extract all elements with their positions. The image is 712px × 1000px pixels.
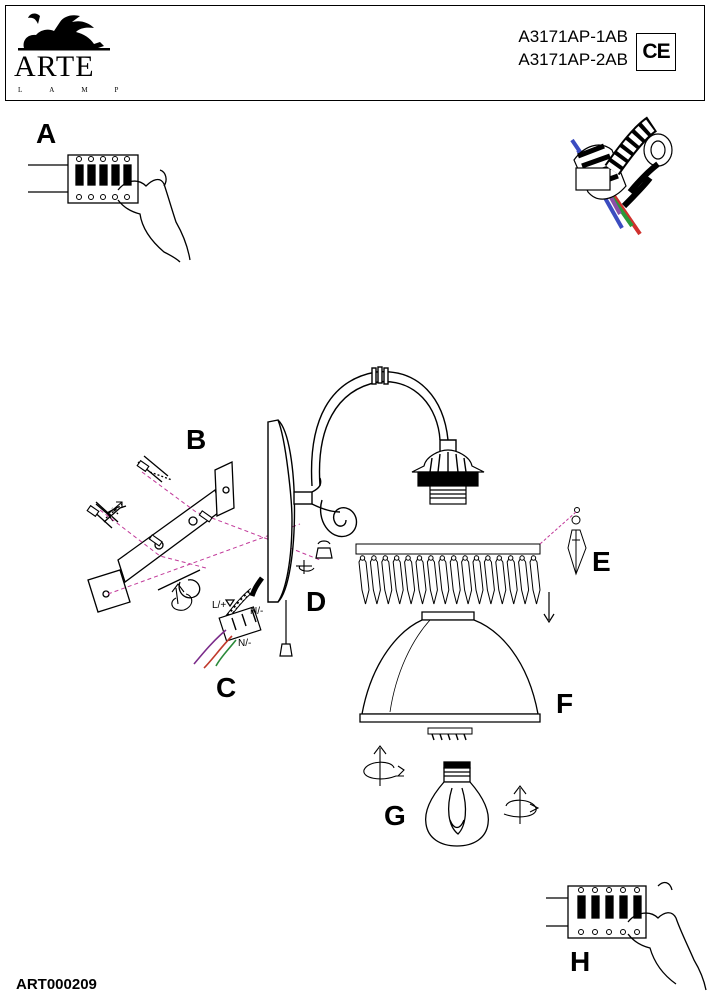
brand-name: ARTE	[14, 50, 95, 83]
step-label-g: G	[384, 800, 406, 831]
neutral-wire-label-top: N/-	[250, 606, 263, 617]
step-label-h: H	[570, 946, 591, 977]
brand-subtitle: LAMP	[18, 86, 146, 94]
header-frame	[5, 5, 705, 101]
crystal-drop	[392, 555, 404, 605]
pull-cord-illustration	[279, 600, 293, 657]
crystal-bead	[405, 555, 411, 561]
crystal-drop	[472, 555, 484, 605]
mounting-bracket-illustration	[87, 455, 235, 613]
step-label-d: D	[306, 586, 327, 617]
crystal-bead	[382, 555, 388, 561]
crystal-drop	[449, 555, 461, 605]
finial-cap-icon	[315, 540, 333, 559]
crystal-bead	[530, 555, 537, 561]
step-label-e: E	[592, 546, 611, 577]
crystal-bead	[371, 555, 377, 561]
model-numbers: A3171AP-1AB A3171AP-2AB	[518, 25, 628, 71]
down-arrow-icon	[543, 592, 555, 624]
connection-block-illustration	[193, 576, 265, 669]
step-label-c: C	[216, 672, 237, 703]
crystal-drop	[426, 555, 438, 605]
wall-plate-illustration	[267, 419, 341, 603]
step-a-terminal-illustration	[28, 154, 191, 263]
crystal-drop	[461, 555, 473, 605]
rotate-arrow-icon	[296, 560, 315, 574]
crystal-bead	[359, 555, 366, 561]
screw-icons	[86, 459, 213, 547]
ce-mark-icon: CE	[636, 33, 676, 71]
crystal-bead	[428, 555, 434, 561]
step-label-a: A	[36, 118, 57, 149]
model-number-1: A3171AP-1AB	[518, 27, 628, 46]
crystal-bead	[439, 555, 445, 561]
model-number-2: A3171AP-2AB	[518, 50, 628, 69]
crystal-drops	[358, 555, 541, 605]
crystal-bead	[473, 555, 480, 561]
glass-shade-illustration	[359, 611, 541, 723]
crystal-drop	[495, 555, 507, 605]
crystal-bead	[508, 555, 514, 561]
step-h-terminal-illustration	[546, 881, 707, 991]
crystal-bead	[462, 555, 468, 561]
bracket-rotate-arrow-icon	[171, 583, 193, 611]
step-label-b: B	[186, 424, 207, 455]
neutral-wire-label-bottom: N/-	[238, 638, 251, 649]
crystal-drop	[529, 555, 541, 605]
crystal-drop	[415, 555, 427, 605]
crystal-drop	[358, 555, 370, 605]
crystal-drop	[483, 555, 495, 605]
live-wire-label: L/+	[212, 600, 226, 611]
single-crystal-icon	[539, 507, 587, 576]
crystal-drop	[518, 555, 530, 605]
wall-plug-icon	[89, 455, 169, 529]
crystal-ring-illustration	[355, 543, 541, 605]
crystal-drop	[438, 555, 450, 605]
crystal-bead	[485, 555, 491, 561]
crystal-bead	[519, 555, 525, 561]
insulation-tape-illustration	[570, 116, 673, 236]
crystal-bead	[451, 555, 457, 561]
shade-ring-icon	[427, 727, 473, 741]
crystal-bead	[496, 555, 502, 561]
crystal-drop	[381, 555, 393, 605]
griffin-logo-icon	[18, 13, 110, 51]
crystal-bead	[416, 555, 423, 561]
crystal-drop	[404, 555, 416, 605]
rotate-right-icon	[503, 785, 540, 824]
crystal-bead	[394, 555, 400, 561]
step-label-f: F	[556, 688, 574, 719]
light-bulb-icon	[424, 761, 490, 847]
crystal-drop	[506, 555, 518, 605]
lamp-socket-illustration	[411, 449, 485, 505]
rotate-left-icon	[363, 745, 405, 786]
crystal-drop	[369, 555, 381, 605]
document-code: ART000209	[16, 976, 97, 993]
